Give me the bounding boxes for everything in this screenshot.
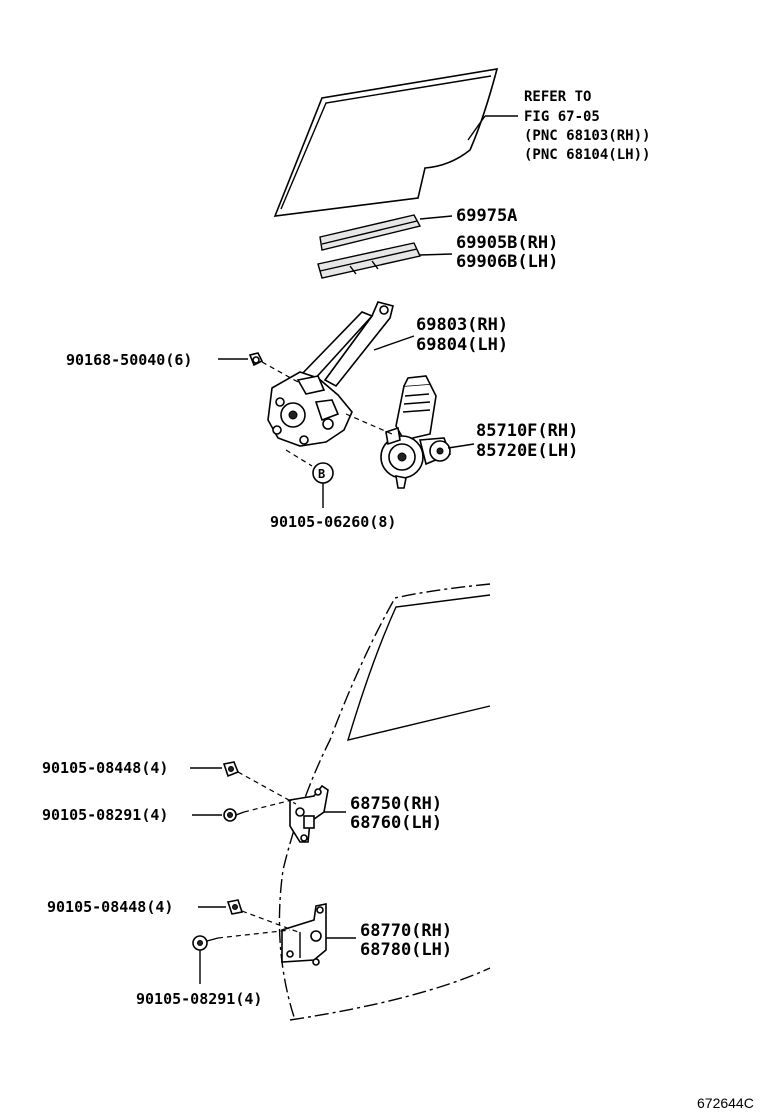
part-69804-label: 69804(LH)	[416, 335, 508, 355]
glass-channel-69905b	[317, 242, 421, 279]
dash-90168	[261, 361, 299, 383]
dash-90105-08291-b	[217, 929, 291, 939]
lower-door-hinge	[281, 903, 327, 966]
part-90105-08448-a-label: 90105-08448(4)	[42, 759, 168, 777]
part-69905b-label: 69905B(RH)	[456, 233, 558, 253]
window-regulator	[267, 301, 394, 447]
leader-refer-fig	[467, 115, 486, 141]
part-90105-08291-b-label: 90105-08291(4)	[136, 990, 262, 1008]
upper-door-hinge	[289, 784, 329, 843]
leader-69803	[373, 335, 415, 351]
part-69975a-label: 69975A	[456, 206, 517, 226]
part-90105-06260-label: 90105-06260(8)	[270, 513, 396, 531]
glass-channel-69975a	[319, 214, 422, 251]
bolt-90105-08448-upper	[222, 761, 240, 778]
door-outline	[278, 583, 491, 1021]
leader-85710f	[447, 443, 475, 449]
window-motor	[380, 375, 452, 489]
dash-circle-b	[285, 449, 313, 467]
refer-fig-text: FIG 67-05	[524, 109, 600, 125]
bolt-90105-08448-lower	[226, 899, 244, 915]
part-68780-label: 68780(LH)	[360, 940, 452, 960]
leader-69975a	[419, 215, 453, 220]
part-90105-08291-a-label: 90105-08291(4)	[42, 806, 168, 824]
part-85710f-label: 85710F(RH)	[476, 421, 578, 441]
dash-90105-08448-a	[237, 771, 297, 805]
part-90105-08448-b-label: 90105-08448(4)	[47, 898, 173, 916]
part-68770-label: 68770(RH)	[360, 921, 452, 941]
refer-pnc-lh-text: (PNC 68104(LH))	[524, 147, 650, 163]
bolt-90105-08291-lower	[192, 935, 219, 951]
part-69803-label: 69803(RH)	[416, 315, 508, 335]
bolt-90105-08291-upper	[223, 808, 245, 822]
bolt-90168	[248, 352, 264, 367]
circle-b-letter: B	[318, 467, 325, 481]
part-85720e-label: 85720E(LH)	[476, 441, 578, 461]
door-glass	[273, 68, 499, 217]
part-68760-label: 68760(LH)	[350, 813, 442, 833]
refer-to-text: REFER TO	[524, 89, 591, 105]
dash-90105-08291-a	[243, 799, 293, 813]
dash-90105-08448-b	[241, 910, 299, 933]
dash-motor	[345, 413, 393, 435]
part-69906b-label: 69906B(LH)	[456, 252, 558, 272]
leader-69905b	[419, 253, 453, 256]
part-68750-label: 68750(RH)	[350, 794, 442, 814]
figure-id: 672644C	[697, 1095, 754, 1111]
part-90168-label: 90168-50040(6)	[66, 351, 192, 369]
refer-pnc-rh-text: (PNC 68103(RH))	[524, 128, 650, 144]
